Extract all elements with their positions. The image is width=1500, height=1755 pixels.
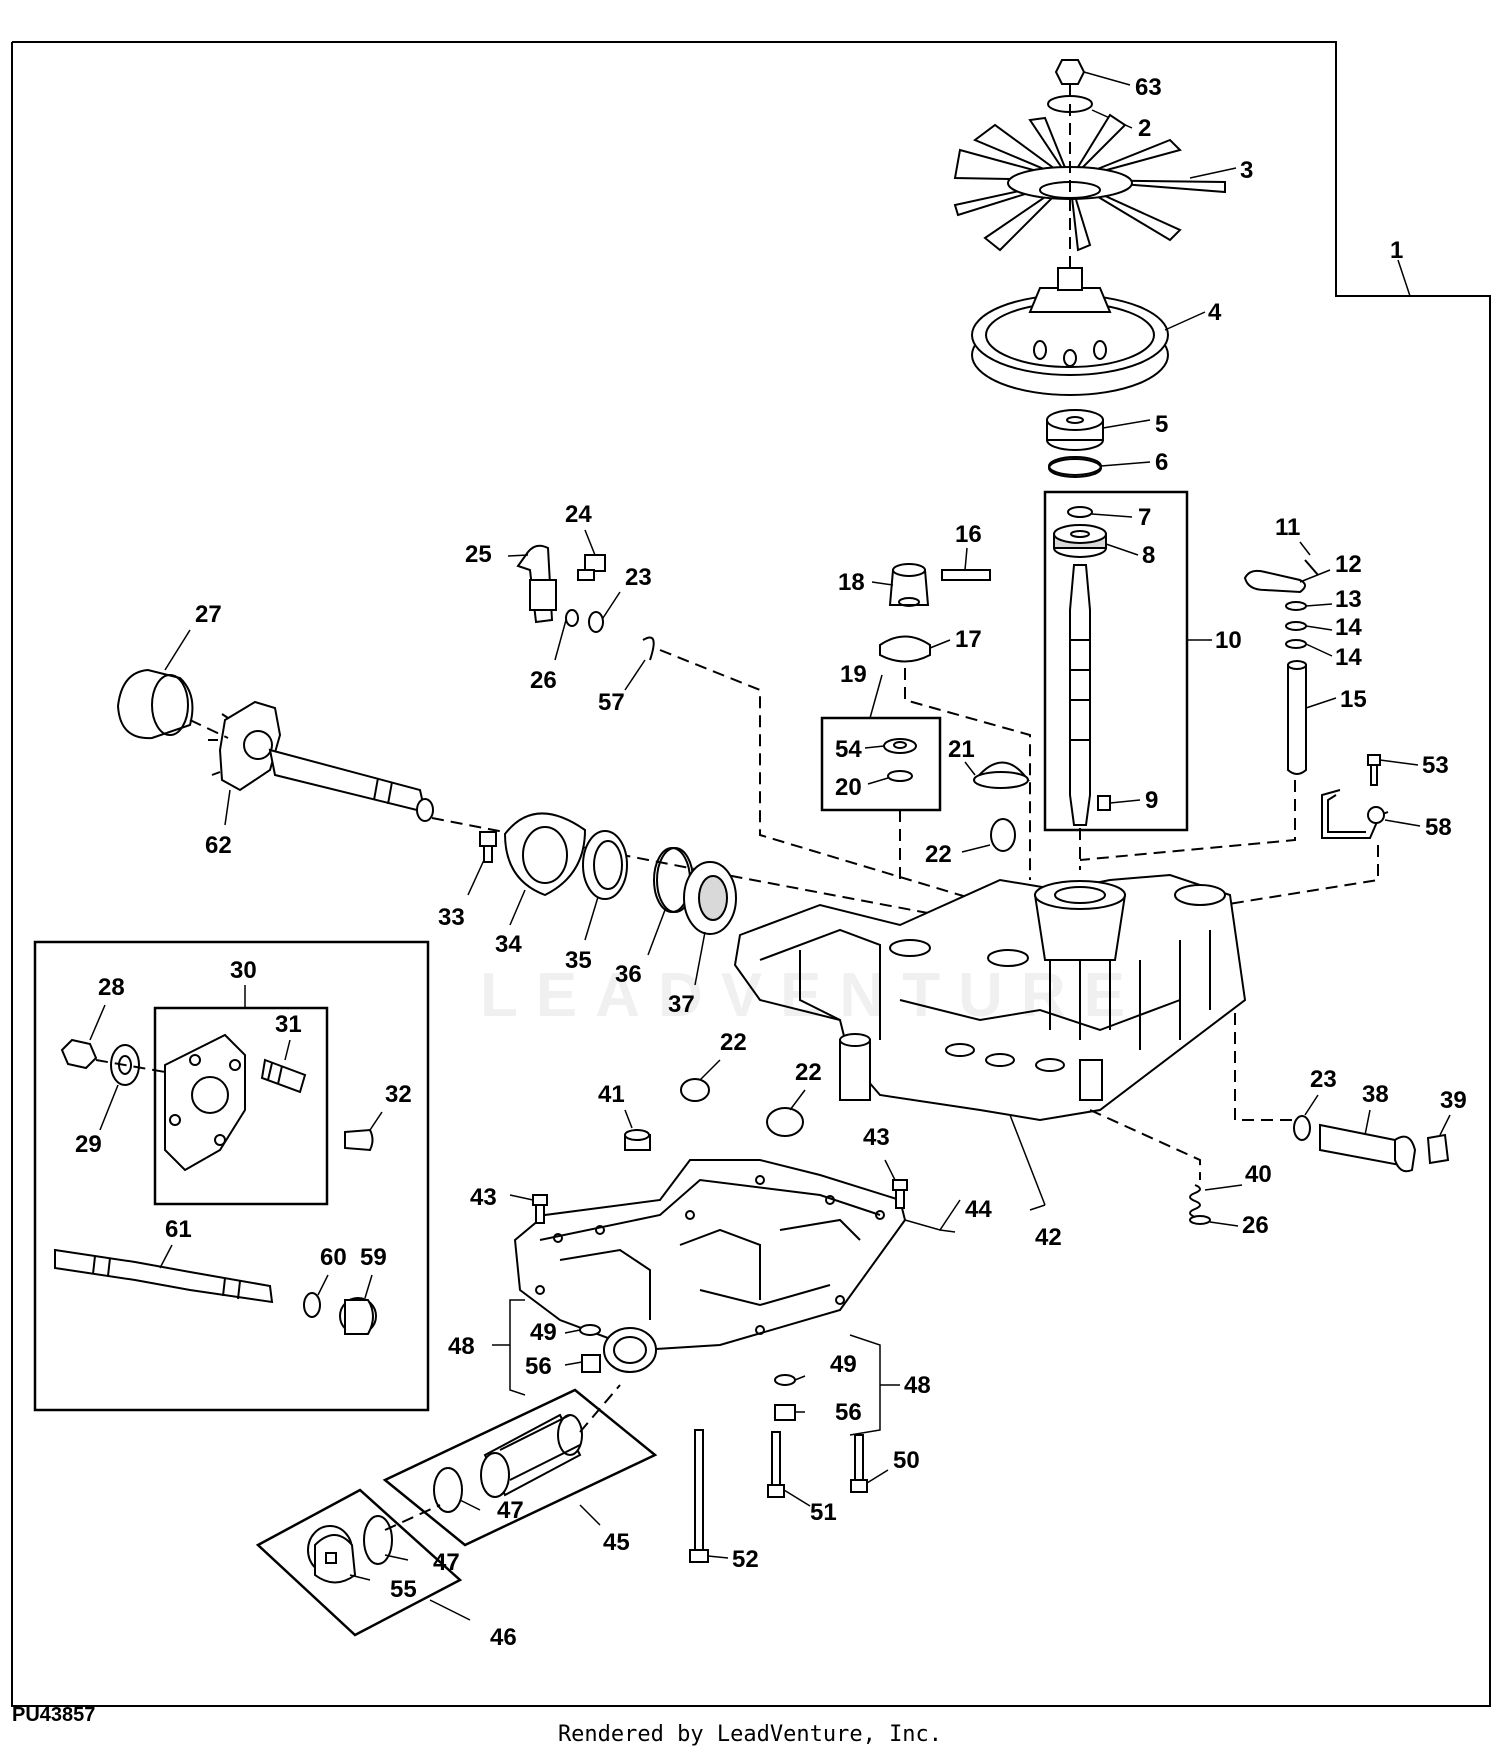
watermark: LEADVENTURE [480, 961, 1144, 1030]
callout-3: 3 [1240, 157, 1253, 184]
callout-5: 5 [1155, 411, 1168, 438]
callout-11: 11 [1275, 514, 1300, 541]
callout-40: 40 [1245, 1161, 1272, 1188]
callout-48a: 48 [448, 1333, 475, 1360]
callout-22c: 22 [795, 1059, 822, 1086]
callout-12: 12 [1335, 551, 1362, 578]
callout-46: 46 [490, 1624, 517, 1651]
callout-22a: 22 [925, 841, 952, 868]
diagram-code: PU43857 [12, 1704, 96, 1726]
callout-39: 39 [1440, 1087, 1467, 1114]
callout-26b: 26 [1242, 1212, 1269, 1239]
callout-16: 16 [955, 521, 982, 548]
bolts-50-52 [689, 1429, 889, 1563]
callout-47a: 47 [497, 1497, 524, 1524]
render-credit: Rendered by LeadVenture, Inc. [557, 1722, 943, 1747]
upper-housing [733, 873, 1247, 1211]
callout-29: 29 [75, 1131, 102, 1158]
callout-50: 50 [893, 1447, 920, 1474]
plug-kit-box [820, 674, 942, 880]
callout-60: 60 [320, 1244, 347, 1271]
callout-41: 41 [598, 1081, 625, 1108]
callout-56a: 56 [525, 1353, 552, 1380]
callout-20: 20 [835, 774, 862, 801]
callout-10: 10 [1215, 627, 1242, 654]
callout-30: 30 [230, 957, 257, 984]
callout-49b: 49 [830, 1351, 857, 1378]
callout-9: 9 [1145, 787, 1158, 814]
callout-25: 25 [465, 541, 492, 568]
callout-33: 33 [438, 904, 465, 931]
callout-4: 4 [1208, 299, 1222, 326]
callout-27: 27 [195, 601, 222, 628]
callout-59: 59 [360, 1244, 387, 1271]
callout-47b: 47 [433, 1549, 460, 1576]
callout-19: 19 [840, 661, 867, 688]
callout-62: 62 [205, 832, 232, 859]
callout-53: 53 [1422, 752, 1449, 779]
callout-labels: 1 2 3 4 5 6 7 8 9 10 11 12 13 14 14 15 1… [75, 74, 1467, 1651]
oil-pan [492, 1059, 961, 1436]
callout-44: 44 [965, 1196, 992, 1223]
bracket-assembly [1159, 754, 1421, 916]
callout-58: 58 [1425, 814, 1452, 841]
callout-28: 28 [98, 974, 125, 1001]
callout-43a: 43 [470, 1184, 497, 1211]
drive-hub-detail [33, 940, 430, 1412]
diagram-frame [11, 41, 1491, 1707]
callout-42: 42 [1035, 1224, 1062, 1251]
callout-26a: 26 [530, 667, 557, 694]
callout-63: 63 [1135, 74, 1162, 101]
callout-23b: 23 [1310, 1066, 1337, 1093]
callout-35: 35 [565, 947, 592, 974]
callout-43b: 43 [863, 1124, 890, 1151]
callout-15: 15 [1340, 686, 1367, 713]
callout-57: 57 [598, 689, 625, 716]
callout-21: 21 [948, 736, 975, 763]
callout-18: 18 [838, 569, 865, 596]
fan-pulley-stack [953, 59, 1237, 478]
seal-row [467, 812, 737, 986]
cap-and-pin [871, 547, 1031, 880]
callout-32: 32 [385, 1081, 412, 1108]
linkage-parts [507, 529, 1300, 1121]
callout-23a: 23 [625, 564, 652, 591]
callout-2: 2 [1138, 115, 1151, 142]
callout-14a: 14 [1335, 614, 1362, 641]
callout-38: 38 [1362, 1081, 1389, 1108]
callout-37: 37 [668, 991, 695, 1018]
callout-49a: 49 [530, 1319, 557, 1346]
spring-40 [1089, 1109, 1243, 1227]
callout-56b: 56 [835, 1399, 862, 1426]
callout-8: 8 [1142, 542, 1155, 569]
callout-34: 34 [495, 931, 522, 958]
callout-17: 17 [955, 626, 982, 653]
callout-13: 13 [1335, 586, 1362, 613]
callout-54: 54 [835, 736, 862, 763]
callout-51: 51 [810, 1499, 837, 1526]
callout-36: 36 [615, 961, 642, 988]
control-shaft [1293, 1094, 1451, 1173]
callout-61: 61 [165, 1216, 192, 1243]
callout-52: 52 [732, 1546, 759, 1573]
callout-48b: 48 [904, 1372, 931, 1399]
control-arm-parts [1079, 541, 1337, 861]
callout-1: 1 [1390, 237, 1403, 264]
callout-24: 24 [565, 501, 592, 528]
callout-31: 31 [275, 1011, 302, 1038]
input-shaft-kit [1043, 490, 1212, 870]
callout-55: 55 [390, 1576, 417, 1603]
cap-21 [961, 761, 1030, 853]
callout-22b: 22 [720, 1029, 747, 1056]
callout-14b: 14 [1335, 644, 1362, 671]
callout-7: 7 [1138, 504, 1151, 531]
filter-kit [255, 1384, 658, 1637]
callout-45: 45 [603, 1529, 630, 1556]
callout-6: 6 [1155, 449, 1168, 476]
